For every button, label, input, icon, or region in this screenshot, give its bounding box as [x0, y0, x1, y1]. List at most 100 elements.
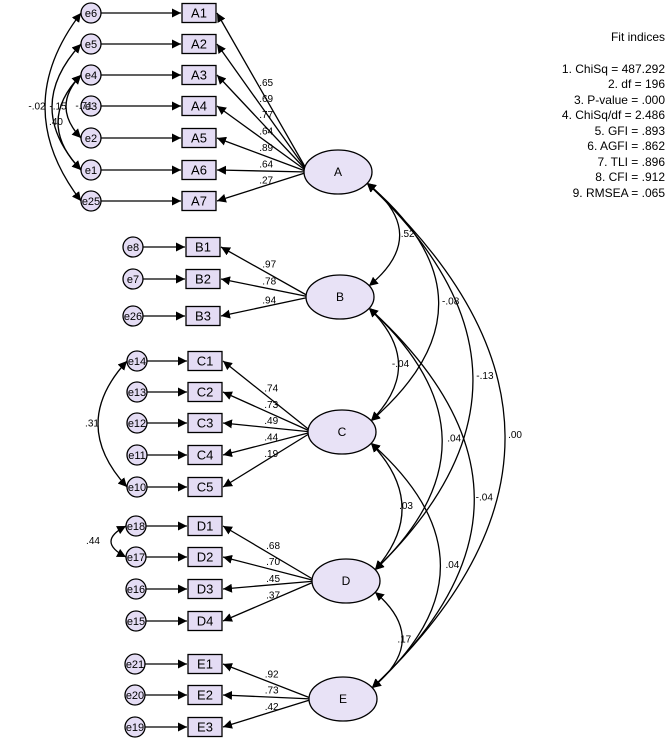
error-covariance-label: -.02 — [28, 102, 46, 113]
error-term-label: e21 — [126, 659, 144, 671]
loading-label: .65 — [259, 78, 273, 89]
covariance-label: .04 — [445, 560, 459, 571]
fit-indices-title: Fit indices — [610, 30, 665, 44]
error-term-label: e1 — [85, 165, 97, 177]
loading-path-arrow — [222, 663, 314, 700]
error-term-circle — [126, 412, 148, 434]
indicator-label: A6 — [191, 162, 207, 177]
loading-label: .97 — [262, 260, 276, 271]
indicator-label: A3 — [191, 67, 207, 82]
error-covariance-curve — [110, 525, 127, 558]
loading-label: .69 — [259, 94, 273, 105]
latent-covariance-curve — [370, 442, 403, 571]
indicator-box — [181, 33, 217, 55]
loading-path-arrow — [222, 391, 313, 433]
error-term-circle — [125, 515, 147, 537]
covariance-label: .00 — [508, 430, 522, 441]
indicator-label: E1 — [197, 656, 213, 671]
error-term-circle — [80, 159, 102, 181]
error-term-circle — [80, 190, 102, 212]
error-term-circle — [122, 305, 144, 327]
loading-label: .68 — [266, 541, 280, 552]
loading-path-arrow — [222, 690, 314, 700]
error-term-circle — [125, 578, 147, 600]
error-covariance-curve — [97, 360, 128, 488]
error-term-circle — [80, 127, 102, 149]
indicator-label: C4 — [197, 447, 214, 462]
latent-covariance-curve — [371, 591, 403, 689]
indicator-box — [187, 716, 223, 738]
loading-label: .89 — [259, 143, 273, 154]
latent-ellipse — [308, 676, 378, 722]
loading-path-arrow — [222, 525, 317, 582]
fit-indices-panel: Fit indices 1. ChiSq = 487.292 2. df = 1… — [562, 30, 665, 201]
indicator-box — [181, 64, 217, 86]
fit-index-item: 9. RMSEA = .065 — [572, 185, 665, 200]
indicator-label: A4 — [191, 98, 207, 113]
indicator-box — [187, 350, 223, 372]
loading-path-arrow — [216, 12, 309, 173]
error-term-label: e8 — [127, 242, 139, 254]
loading-label: .73 — [264, 400, 278, 411]
indicator-box — [181, 159, 217, 181]
error-term-label: e13 — [128, 387, 146, 399]
loading-label: .49 — [264, 416, 278, 427]
fit-index-item: 5. GFI = .893 — [594, 123, 665, 138]
indicator-label: D1 — [197, 518, 214, 533]
error-covariance-curve — [57, 74, 82, 171]
error-term-circle — [125, 546, 147, 568]
indicator-box — [187, 578, 223, 600]
indicator-label: B2 — [195, 271, 211, 286]
indicator-box — [187, 515, 223, 537]
loading-label: .70 — [266, 557, 280, 568]
error-term-label: e25 — [82, 196, 100, 208]
loading-label: .42 — [265, 702, 279, 713]
fit-index-item: 8. CFI = .912 — [595, 170, 665, 184]
loading-label: .92 — [265, 669, 279, 680]
indicator-label: D3 — [197, 581, 214, 596]
loading-path-arrow — [222, 580, 317, 593]
indicator-box — [187, 444, 223, 466]
loading-path-arrow — [222, 580, 317, 622]
error-term-label: e19 — [126, 722, 144, 734]
error-covariance-label: .44 — [86, 536, 100, 547]
loading-label: .27 — [259, 176, 273, 187]
latent-label: B — [336, 290, 344, 304]
error-term-label: e11 — [128, 450, 146, 462]
covariance-label: -.08 — [442, 297, 460, 308]
error-covariance-label: -.71 — [75, 101, 93, 112]
loading-path-arrow — [216, 165, 309, 175]
error-term-label: e2 — [85, 133, 97, 145]
covariance-label: .03 — [399, 501, 413, 512]
indicator-box — [187, 653, 223, 675]
indicator-label: A5 — [191, 130, 207, 145]
error-term-label: e12 — [128, 418, 146, 430]
error-covariance-label: .40 — [49, 117, 63, 128]
error-covariance-label: .31 — [85, 419, 99, 430]
indicator-label: A7 — [191, 193, 207, 208]
latent-label: C — [338, 425, 347, 439]
error-term-circle — [122, 268, 144, 290]
error-term-circle — [80, 64, 102, 86]
indicator-label: B3 — [195, 308, 211, 323]
loading-label: .94 — [262, 296, 276, 307]
covariance-label: .04 — [447, 434, 461, 445]
error-term-circle — [124, 684, 146, 706]
latent-ellipse — [307, 409, 377, 455]
indicator-box — [181, 127, 217, 149]
loading-path-arrow — [220, 276, 311, 298]
error-term-circle — [126, 476, 148, 498]
error-term-circle — [124, 653, 146, 675]
loading-path-arrow — [222, 698, 314, 729]
loading-path-arrow — [216, 171, 309, 203]
indicator-label: E2 — [197, 687, 213, 702]
latent-covariance-curve — [370, 442, 441, 689]
indicator-label: A1 — [191, 5, 207, 20]
loading-label: .37 — [266, 590, 280, 601]
error-term-circle — [126, 350, 148, 372]
loading-label: .74 — [264, 384, 278, 395]
indicator-box — [185, 305, 221, 327]
indicator-box — [187, 684, 223, 706]
fit-index-item: 4. ChiSq/df = 2.486 — [561, 108, 665, 122]
